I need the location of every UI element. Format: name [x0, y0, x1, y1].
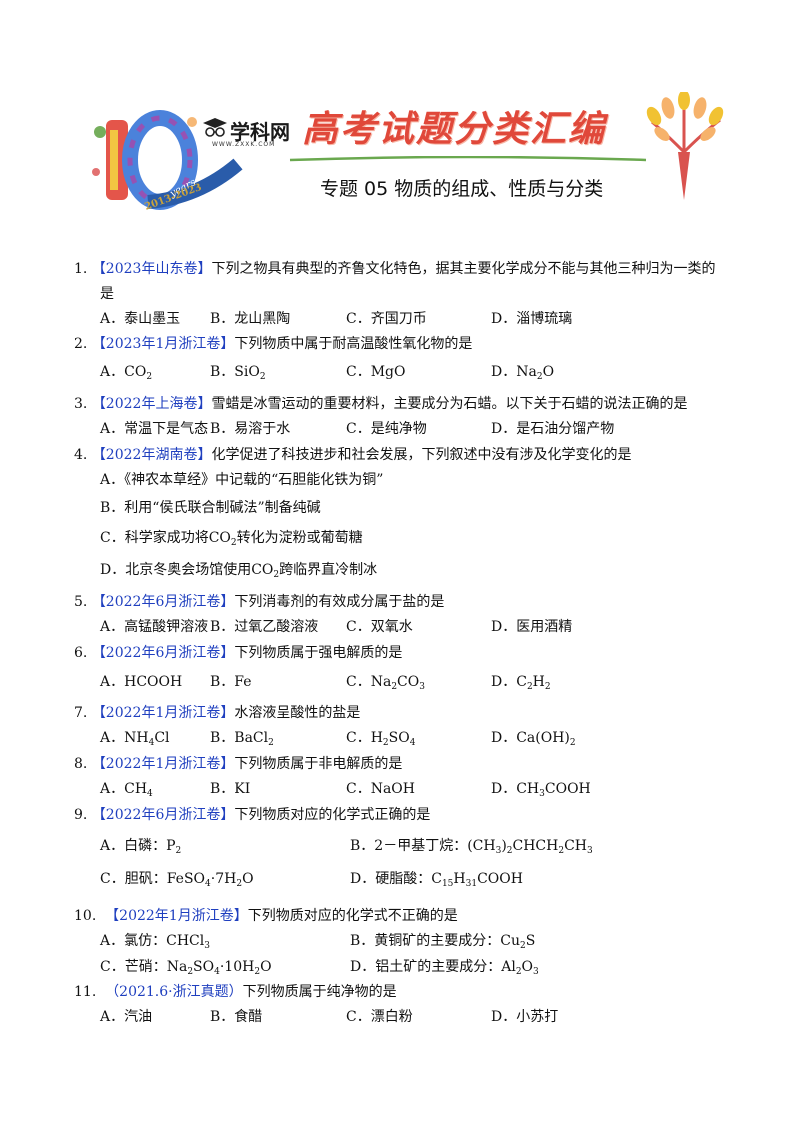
title-underline: [289, 156, 647, 162]
option-a: A．泰山墨玉: [100, 311, 181, 327]
question-2: 2. 【2023年1月浙江卷】下列物质中属于耐高温酸性氧化物的是: [74, 333, 472, 353]
question-stem: 下列物质属于非电解质的是: [234, 756, 403, 772]
option-c: C．芒硝：Na2SO4·10H2O: [100, 959, 272, 977]
ten-years-logo: years 2013-2023: [92, 110, 243, 212]
option-c: C．Na2CO3: [346, 674, 425, 692]
option-a: A．CO2: [100, 364, 153, 382]
brand-name: 学科网: [230, 120, 290, 144]
question-8: 8. 【2022年1月浙江卷】下列物质属于非电解质的是: [74, 753, 402, 773]
option-d: D．Na2O: [491, 364, 555, 382]
question-number: 1.: [74, 261, 88, 277]
question-number: 11.: [74, 984, 97, 1000]
option-b: B．KI: [210, 781, 251, 797]
question-source: 【2023年1月浙江卷】: [91, 336, 235, 352]
option-b: B．2－甲基丁烷：(CH3)2CHCH2CH3: [350, 838, 593, 856]
option-a: A．NH4Cl: [100, 730, 170, 748]
question-stem: 化学促进了科技进步和社会发展，下列叙述中没有涉及化学变化的是: [211, 447, 632, 463]
option-a: A．常温下是气态: [100, 421, 209, 437]
option-a: A．白磷：P2: [100, 838, 182, 856]
question-source: 【2022年1月浙江卷】: [105, 908, 248, 924]
option-a: A．汽油: [100, 1009, 153, 1025]
option-d: D．C2H2: [491, 674, 551, 692]
option-b: B．易溶于水: [210, 421, 291, 437]
question-source: 【2022年1月浙江卷】: [91, 756, 235, 772]
question-number: 9.: [74, 807, 88, 823]
question-stem: 下列物质对应的化学式不正确的是: [247, 908, 458, 924]
option-c: C．MgO: [346, 364, 406, 380]
question-number: 8.: [74, 756, 88, 772]
option-b: B．黄铜矿的主要成分：Cu2S: [350, 933, 536, 951]
question-source: 【2022年6月浙江卷】: [91, 645, 235, 661]
question-stem: 下列物质对应的化学式正确的是: [234, 807, 431, 823]
option-c: C．漂白粉: [346, 1009, 413, 1025]
option-c: C．NaOH: [346, 781, 415, 797]
option-d: D．小苏打: [491, 1009, 559, 1025]
question-stem: 下列物质属于纯净物的是: [242, 984, 397, 1000]
question-10: 10. 【2022年1月浙江卷】下列物质对应的化学式不正确的是: [74, 905, 458, 925]
option-d: D．淄博琉璃: [491, 311, 573, 327]
option-d: D．北京冬奥会场馆使用CO2跨临界直冷制冰: [100, 562, 378, 580]
question-4: 4. 【2022年湖南卷】化学促进了科技进步和社会发展，下列叙述中没有涉及化学变…: [74, 444, 631, 464]
option-d: D．Ca(OH)2: [491, 730, 576, 748]
pencil-tree-icon: [646, 92, 724, 200]
option-c: C．齐国刀币: [346, 311, 427, 327]
question-number: 5.: [74, 594, 88, 610]
option-a: A．HCOOH: [100, 674, 183, 690]
option-a: A．氯仿：CHCl3: [100, 933, 210, 951]
question-6: 6. 【2022年6月浙江卷】下列物质属于强电解质的是: [74, 642, 402, 662]
option-d: D．医用酒精: [491, 619, 573, 635]
option-c: C．双氧水: [346, 619, 413, 635]
question-stem: 下列消毒剂的有效成分属于盐的是: [234, 594, 445, 610]
option-b: B．Fe: [210, 674, 252, 690]
option-a: A．CH4: [100, 781, 153, 799]
option-a: A．高锰酸钾溶液: [100, 619, 209, 635]
option-d: D．硬脂酸：C15H31COOH: [350, 871, 523, 889]
question-stem: 下列物质中属于耐高温酸性氧化物的是: [234, 336, 473, 352]
option-a: A．《神农本草经》中记载的“石胆能化铁为铜”: [100, 472, 384, 488]
question-source: 【2023年山东卷】: [91, 261, 212, 277]
question-number: 3.: [74, 396, 88, 412]
question-source: （2021.6·浙江真题）: [105, 984, 243, 1000]
option-c: C．科学家成功将CO2转化为淀粉或葡萄糖: [100, 530, 363, 548]
header-banner: years 2013-2023 学科网 WWW.ZXXK.COM 高考试题分类汇…: [88, 92, 728, 212]
graduate-cap-icon: [203, 118, 227, 137]
option-b: B．利用“侯氏联合制碱法”制备纯碱: [100, 500, 321, 516]
option-d: D．是石油分馏产物: [491, 421, 615, 437]
option-d: D．CH3COOH: [491, 781, 591, 799]
option-b: B．过氧乙酸溶液: [210, 619, 319, 635]
option-b: B．龙山黑陶: [210, 311, 291, 327]
question-11: 11. （2021.6·浙江真题）下列物质属于纯净物的是: [74, 981, 397, 1001]
brand-url: WWW.ZXXK.COM: [212, 141, 276, 148]
question-stem: 下列物质属于强电解质的是: [234, 645, 403, 661]
question-5: 5. 【2022年6月浙江卷】下列消毒剂的有效成分属于盐的是: [74, 591, 444, 611]
option-b: B．食醋: [210, 1009, 263, 1025]
option-c: C．是纯净物: [346, 421, 427, 437]
option-d: D．铝土矿的主要成分：Al2O3: [350, 959, 539, 977]
question-stem-continued: 是: [100, 286, 114, 302]
question-source: 【2022年湖南卷】: [91, 447, 212, 463]
option-c: C．H2SO4: [346, 730, 416, 748]
question-9: 9. 【2022年6月浙江卷】下列物质对应的化学式正确的是: [74, 804, 430, 824]
question-number: 10.: [74, 908, 97, 924]
question-3: 3. 【2022年上海卷】雪蜡是冰雪运动的重要材料，主要成分为石蜡。以下关于石蜡…: [74, 393, 687, 413]
question-source: 【2022年6月浙江卷】: [91, 594, 235, 610]
option-b: B．SiO2: [210, 364, 266, 382]
question-number: 4.: [74, 447, 88, 463]
question-stem: 下列之物具有典型的齐鲁文化特色，据其主要化学成分不能与其他三种归为一类的: [211, 261, 716, 277]
question-stem: 雪蜡是冰雪运动的重要材料，主要成分为石蜡。以下关于石蜡的说法正确的是: [211, 396, 688, 412]
subject-title: 专题 05 物质的组成、性质与分类: [320, 178, 604, 200]
question-7: 7. 【2022年1月浙江卷】水溶液呈酸性的盐是: [74, 702, 360, 722]
question-source: 【2022年上海卷】: [91, 396, 212, 412]
question-number: 2.: [74, 336, 88, 352]
series-title: 高考试题分类汇编: [302, 108, 607, 150]
option-c: C．胆矾：FeSO4·7H2O: [100, 871, 254, 889]
question-number: 7.: [74, 705, 88, 721]
question-1: 1. 【2023年山东卷】下列之物具有典型的齐鲁文化特色，据其主要化学成分不能与…: [74, 258, 715, 278]
question-source: 【2022年1月浙江卷】: [91, 705, 235, 721]
question-stem: 水溶液呈酸性的盐是: [234, 705, 361, 721]
question-source: 【2022年6月浙江卷】: [91, 807, 235, 823]
option-b: B．BaCl2: [210, 730, 274, 748]
question-number: 6.: [74, 645, 88, 661]
